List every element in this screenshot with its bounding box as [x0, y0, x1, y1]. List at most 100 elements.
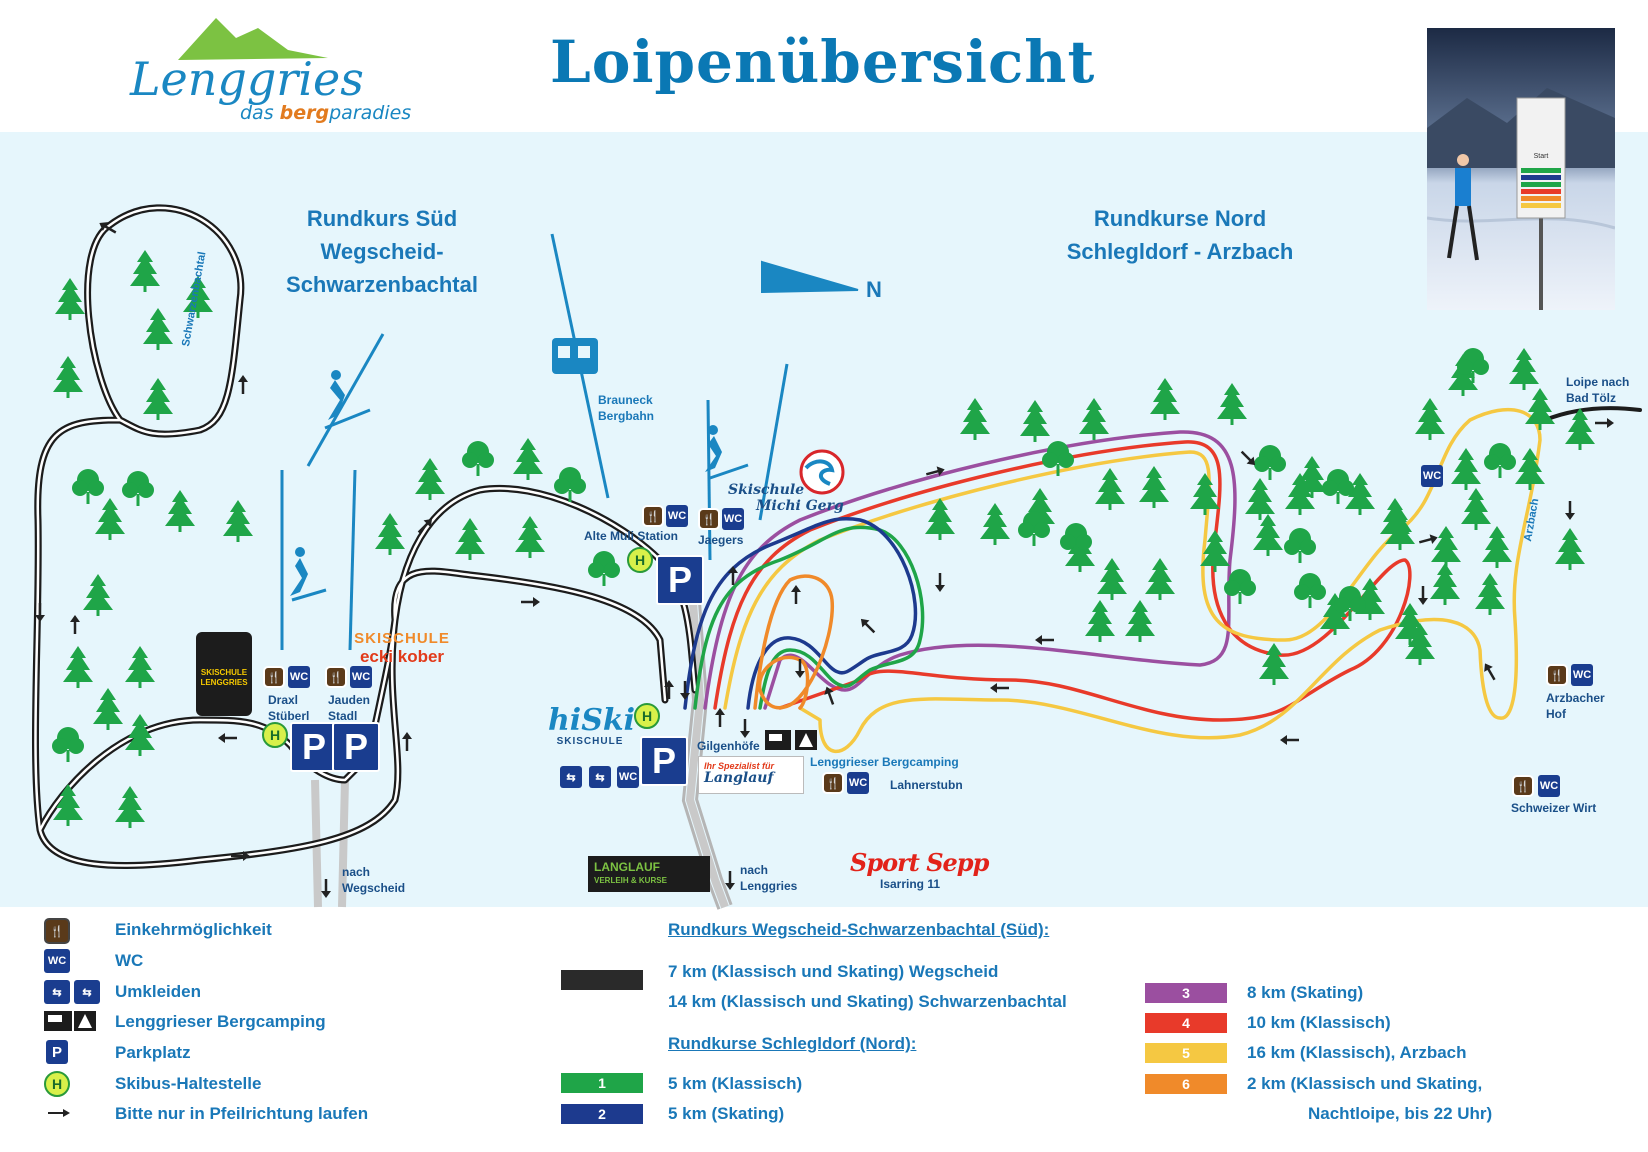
legend-changing-room-icon: ⇆ — [44, 980, 70, 1004]
logo-mountain-icon — [178, 18, 328, 60]
legend-route-2: 5 km (Skating) — [668, 1104, 785, 1123]
label-isarring: Isarring 11 — [880, 877, 941, 891]
map-camping-icon — [765, 730, 817, 750]
logo-tagline: das bergparadies — [240, 102, 412, 124]
changing-room-icon: ⇆ — [589, 766, 611, 788]
restaurant-icon: 🍴 — [1546, 664, 1568, 686]
wc-icon: WC — [350, 666, 372, 688]
restaurant-icon: 🍴 — [325, 666, 347, 688]
wc-icon: WC — [1421, 465, 1443, 487]
legend-item-camping: Lenggrieser Bergcamping — [115, 1012, 326, 1031]
legend-swatch-route-2: 2 — [561, 1104, 643, 1124]
legend-item-umkleiden: Umkleiden — [115, 982, 201, 1001]
wc-icon: WC — [1538, 775, 1560, 797]
wc-icon: WC — [617, 766, 639, 788]
label-lahnerstubn: Lahnerstubn — [890, 778, 963, 792]
restaurant-icon: 🍴 — [698, 508, 720, 530]
legend-north-heading: Rundkurse Schlegldorf (Nord): — [668, 1034, 917, 1053]
north-loops — [683, 406, 1642, 753]
wc-icon: WC — [666, 505, 688, 527]
legend-item-restaurant: Einkehrmöglichkeit — [115, 920, 272, 939]
parking-icon: P — [656, 555, 704, 605]
changing-room-icon: ⇆ — [560, 766, 582, 788]
legend-south-line-2: 14 km (Klassisch und Skating) Schwarzenb… — [668, 992, 1067, 1011]
legend-item-bus: Skibus-Haltestelle — [115, 1074, 262, 1093]
restaurant-icon: 🍴 — [263, 666, 285, 688]
legend-camping-icon — [44, 1011, 96, 1031]
restaurant-icon: 🍴 — [822, 772, 844, 794]
logo-text: Lenggries — [130, 52, 364, 106]
photo-sign-text: Start — [1534, 153, 1549, 160]
legend-swatch-route-5: 5 — [1145, 1043, 1227, 1063]
restaurant-icon: 🍴 — [1512, 775, 1534, 797]
skischule-michi-gerg-logo-icon — [799, 449, 845, 495]
route-6 — [753, 574, 835, 710]
legend-item-arrow: Bitte nur in Pfeilrichtung laufen — [115, 1104, 369, 1123]
legend-swatch-route-4: 4 — [1145, 1013, 1227, 1033]
legend-item-parking: Parkplatz — [115, 1043, 191, 1062]
bus-stop-icon: H — [634, 703, 660, 729]
route-5 — [723, 407, 1542, 753]
label-jaegers: Jaegers — [698, 533, 744, 547]
wc-icon: WC — [847, 772, 869, 794]
legend-bus-stop-icon: H — [44, 1071, 70, 1097]
legend-route-6: 2 km (Klassisch und Skating, — [1247, 1074, 1483, 1093]
legend-swatch-route-6: 6 — [1145, 1074, 1227, 1094]
legend-route-3: 8 km (Skating) — [1247, 983, 1364, 1002]
sport-sepp-logo: Sport Sepp — [850, 848, 989, 877]
legend-item-wc: WC — [115, 951, 144, 970]
label-schweizer-wirt: Schweizer Wirt — [1511, 801, 1597, 815]
parking-icon: P — [640, 736, 688, 786]
legend-swatch-south — [561, 970, 643, 990]
skier-icon — [290, 370, 749, 602]
skier-photo: Start — [1427, 28, 1615, 310]
label-alte-muli-station: Alte Muli Station — [584, 529, 678, 543]
route-4 — [713, 440, 1412, 722]
wc-icon: WC — [288, 666, 310, 688]
legend-south-line-1: 7 km (Klassisch und Skating) Wegscheid — [668, 962, 999, 981]
legend-south-heading: Rundkurs Wegscheid-Schwarzenbachtal (Süd… — [668, 920, 1050, 939]
gondola-icon — [552, 338, 598, 374]
legend-route-1: 5 km (Klassisch) — [668, 1074, 803, 1093]
south-loop — [31, 204, 699, 870]
restaurant-icon: 🍴 — [642, 505, 664, 527]
bus-stop-icon: H — [627, 547, 653, 573]
north-arrow-icon — [761, 260, 859, 294]
legend-route-5: 16 km (Klassisch), Arzbach — [1247, 1043, 1467, 1062]
legend-arrow-icon — [48, 1109, 70, 1117]
legend-changing-room-icon: ⇆ — [74, 980, 100, 1004]
route-2 — [683, 517, 918, 710]
legend-swatch-route-1: 1 — [561, 1073, 643, 1093]
page-title: Loipenübersicht — [550, 28, 1096, 96]
wc-icon: WC — [1571, 664, 1593, 686]
legend-wc-icon: WC — [44, 949, 70, 973]
label-bergcamping: Lenggrieser Bergcamping — [810, 755, 959, 769]
parking-icon: P — [290, 722, 338, 772]
legend-route-4: 10 km (Klassisch) — [1247, 1013, 1391, 1032]
wc-icon: WC — [722, 508, 744, 530]
north-label: N — [866, 277, 882, 302]
parking-icon: P — [332, 722, 380, 772]
legend-restaurant-icon: 🍴 — [44, 918, 70, 944]
legend-route-6-line-2: Nachtloipe, bis 22 Uhr) — [1308, 1104, 1493, 1123]
bus-stop-icon: H — [262, 722, 288, 748]
legend-parking-icon: P — [46, 1040, 68, 1064]
label-gilgenhoefe: Gilgenhöfe — [697, 739, 760, 753]
route-1 — [693, 525, 925, 710]
legend-swatch-route-3: 3 — [1145, 983, 1227, 1003]
